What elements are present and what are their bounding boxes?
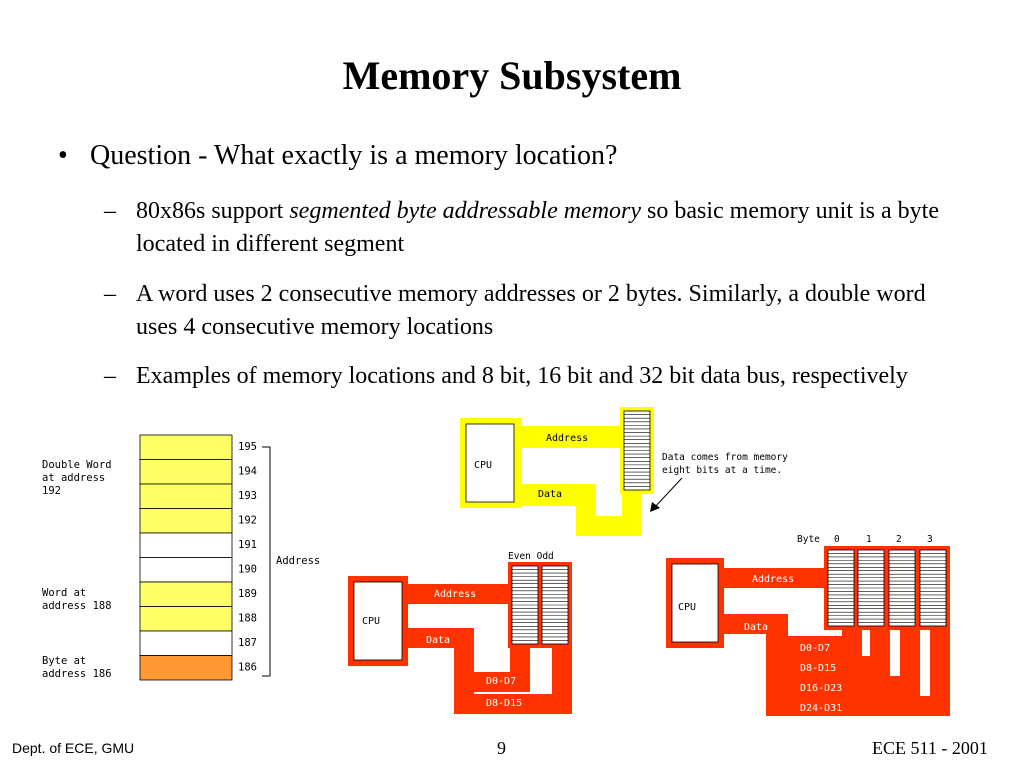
- bus8-data-label: Data: [538, 489, 562, 500]
- double-word-label-1: Double Word: [42, 459, 112, 471]
- word-label-2: address 188: [42, 600, 112, 612]
- subbullet-marker: –: [104, 363, 116, 389]
- bus16-cpu-label: CPU: [362, 616, 380, 627]
- bus16-memory-banks: [511, 565, 569, 645]
- subbullet-3: – Examples of memory locations and 8 bit…: [104, 360, 944, 393]
- address-label: Address: [276, 555, 320, 567]
- bus32-header-byte: Byte: [797, 534, 820, 545]
- subbullet-emphasis: segmented byte addressable memory: [289, 198, 642, 224]
- bus16-lane-0: D0-D7: [486, 676, 516, 687]
- bus32-header-0: 0: [834, 534, 840, 545]
- memory-cell: [139, 606, 233, 632]
- page-number: 9: [497, 738, 506, 758]
- bus8-memory-bank: [623, 410, 651, 491]
- memory-address: 188: [238, 613, 257, 625]
- bus32-header-2: 2: [896, 534, 902, 545]
- memory-cell: [139, 532, 233, 558]
- subbullet-1: – 80x86s support segmented byte addressa…: [104, 195, 944, 261]
- memory-cell: [139, 508, 233, 534]
- subbullet-text: A word uses 2 consecutive memory address…: [136, 281, 926, 340]
- bus32-header-1: 1: [866, 534, 872, 545]
- subbullet-2: – A word uses 2 consecutive memory addre…: [104, 278, 944, 344]
- byte-label-1: Byte at: [42, 655, 86, 667]
- bus32-data-label: Data: [744, 622, 768, 633]
- bus32-cpu-label: CPU: [678, 602, 696, 613]
- memory-rows: 195 194 193 192 191 190 189 188 187 186: [139, 434, 257, 681]
- footer-dept: Dept. of ECE, GMU: [12, 740, 135, 756]
- memory-address: 193: [238, 490, 257, 502]
- subbullet-text-cont: so basic memory unit is a byte located i…: [136, 198, 939, 257]
- subbullet-marker: –: [104, 198, 116, 224]
- bus32-lane-2: D16-D23: [800, 683, 842, 694]
- bus16-lane-1: D8-D15: [486, 698, 522, 709]
- double-word-label-2: at address: [42, 472, 105, 484]
- bus32-lane-0: D0-D7: [800, 643, 830, 654]
- bus8-note-2: eight bits at a time.: [662, 465, 782, 476]
- bus32-lane-1: D8-D15: [800, 663, 836, 674]
- memory-address: 186: [238, 662, 257, 674]
- word-label-1: Word at: [42, 587, 86, 599]
- memory-cell: [139, 557, 233, 583]
- bus8-address-label: Address: [546, 433, 588, 444]
- memory-cell: [139, 459, 233, 485]
- double-word-label-3: 192: [42, 485, 61, 497]
- byte-label-2: address 186: [42, 668, 112, 680]
- memory-address: 194: [238, 466, 257, 478]
- memory-cell: [139, 655, 233, 681]
- footer-course: ECE 511 - 2001: [872, 738, 988, 758]
- subbullet-marker: –: [104, 281, 116, 307]
- bullet-marker: •: [58, 140, 68, 171]
- subbullet-text: 80x86s support: [136, 198, 290, 224]
- main-bullet-text: Question - What exactly is a memory loca…: [90, 140, 618, 171]
- memory-cell: [139, 483, 233, 509]
- bus32-lane-3: D24-D31: [800, 703, 842, 714]
- bus32-header-3: 3: [927, 534, 933, 545]
- memory-cell: [139, 630, 233, 656]
- bus16-data-label: Data: [426, 635, 450, 646]
- bus16-address-label: Address: [434, 589, 476, 600]
- memory-address: 191: [238, 539, 257, 551]
- bus32-memory-banks: [827, 549, 947, 627]
- slide-title: Memory Subsystem: [342, 53, 682, 98]
- bus32-address-label: Address: [752, 574, 794, 585]
- memory-address: 195: [238, 441, 257, 453]
- memory-address: 187: [238, 637, 257, 649]
- memory-address: 190: [238, 564, 257, 576]
- subbullet-text: Examples of memory locations and 8 bit, …: [136, 363, 908, 389]
- bus8-cpu-label: CPU: [474, 460, 492, 471]
- bus8-note-1: Data comes from memory: [662, 452, 788, 463]
- memory-address: 189: [238, 588, 257, 600]
- memory-address: 192: [238, 515, 257, 527]
- arrow-head-icon: [650, 502, 660, 512]
- bus16-header: Even Odd: [508, 551, 554, 562]
